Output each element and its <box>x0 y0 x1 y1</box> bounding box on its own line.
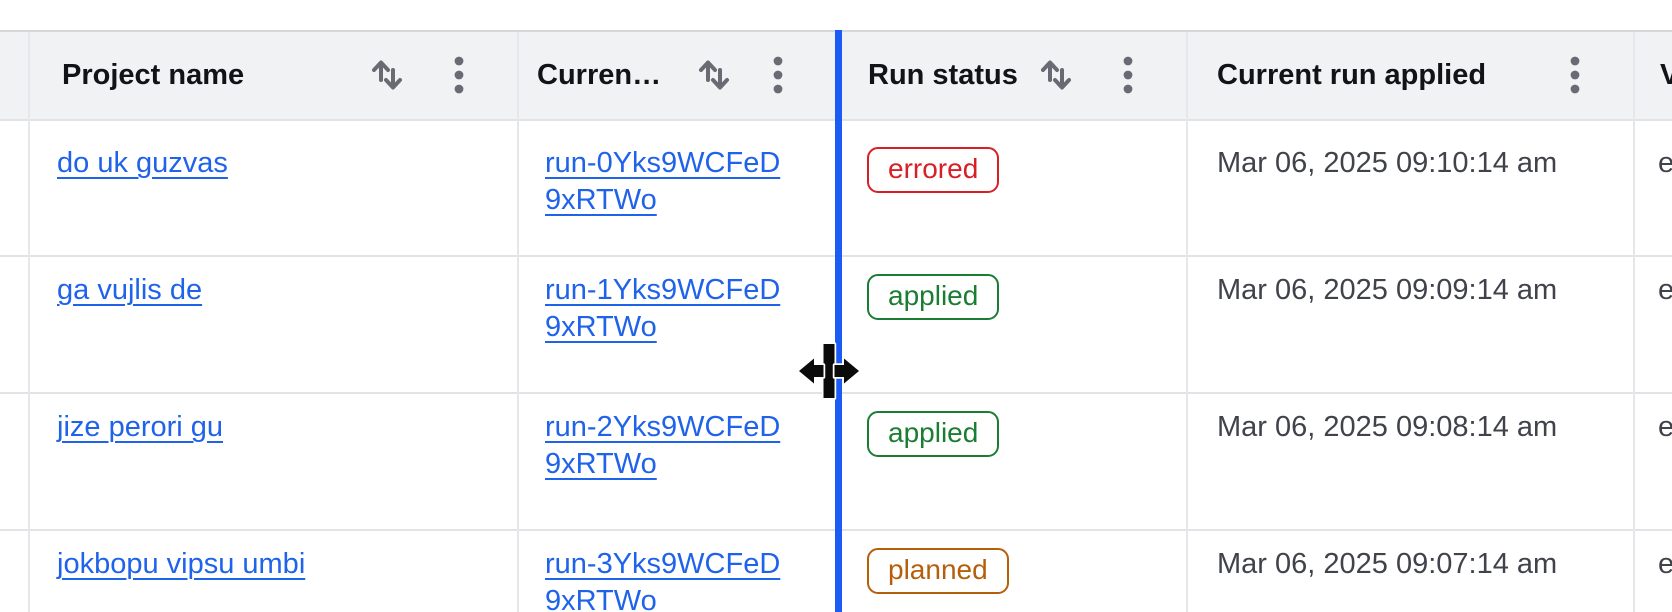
column-border <box>1633 32 1635 612</box>
sort-button-run-status[interactable] <box>1033 52 1079 101</box>
run-link[interactable]: run-3Yks9WCFeD9xRTWo <box>545 548 781 612</box>
kebab-menu-icon <box>1121 56 1135 101</box>
column-border <box>28 32 30 612</box>
column-header-run-status: Run status <box>868 59 1018 91</box>
next-column-cell-clipped: e <box>1658 274 1672 306</box>
sort-button-project-name[interactable] <box>364 52 410 101</box>
column-menu-button-current-run[interactable] <box>771 52 785 101</box>
run-link[interactable]: run-0Yks9WCFeD9xRTWo <box>545 147 781 216</box>
col-resize-cursor-icon <box>797 339 861 408</box>
column-border <box>1186 32 1188 612</box>
next-column-cell-clipped: e <box>1658 548 1672 580</box>
current-run-applied-date: Mar 06, 2025 09:07:14 am <box>1217 548 1558 580</box>
column-menu-button-current-run-applied[interactable] <box>1568 52 1582 101</box>
column-header-current-run-applied: Current run applied <box>1217 59 1487 91</box>
run-link[interactable]: run-1Yks9WCFeD9xRTWo <box>545 274 781 343</box>
run-status-badge: planned <box>867 548 1009 594</box>
column-menu-button-project-name[interactable] <box>452 52 466 101</box>
project-link[interactable]: jize perori gu <box>57 411 224 443</box>
column-border <box>517 32 519 612</box>
column-menu-button-run-status[interactable] <box>1121 52 1135 101</box>
sort-arrows-icon <box>1033 60 1079 101</box>
run-status-badge: applied <box>867 274 1000 320</box>
column-header-next-clipped: V <box>1660 59 1672 91</box>
next-column-cell-clipped: e <box>1658 411 1672 443</box>
column-header-project-name: Project name <box>62 59 245 91</box>
project-link[interactable]: do uk guzvas <box>57 147 228 179</box>
run-link[interactable]: run-2Yks9WCFeD9xRTWo <box>545 411 781 480</box>
column-header-current-run: Curren… <box>537 59 662 91</box>
project-link[interactable]: jokbopu vipsu umbi <box>57 548 306 580</box>
current-run-applied-date: Mar 06, 2025 09:10:14 am <box>1217 147 1558 179</box>
next-column-cell-clipped: e <box>1658 147 1672 179</box>
kebab-menu-icon <box>771 56 785 101</box>
sort-arrows-icon <box>364 60 410 101</box>
run-status-badge: errored <box>867 147 1000 193</box>
sort-button-current-run[interactable] <box>691 52 737 101</box>
project-link[interactable]: ga vujlis de <box>57 274 203 306</box>
current-run-applied-date: Mar 06, 2025 09:08:14 am <box>1217 411 1558 443</box>
kebab-menu-icon <box>1568 56 1582 101</box>
kebab-menu-icon <box>452 56 466 101</box>
run-status-badge: applied <box>867 411 1000 457</box>
sort-arrows-icon <box>691 60 737 101</box>
current-run-applied-date: Mar 06, 2025 09:09:14 am <box>1217 274 1558 306</box>
column-resize-guide-line[interactable] <box>835 30 842 612</box>
